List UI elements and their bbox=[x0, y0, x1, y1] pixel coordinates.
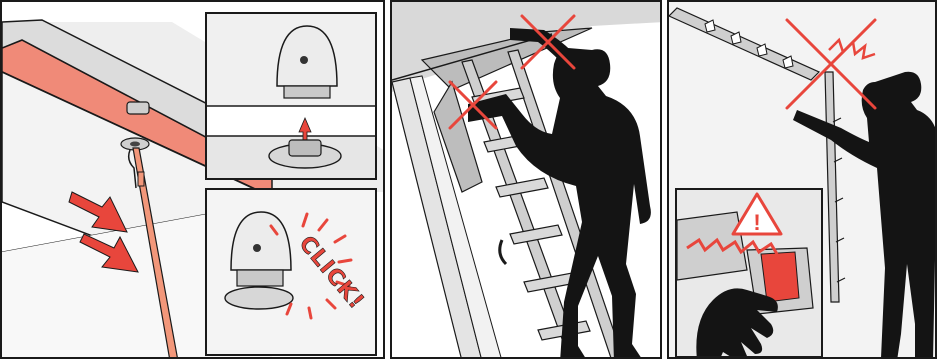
panel-do-not-pull-ladder-overhead bbox=[390, 0, 662, 359]
inset-latch-click: CLICK! bbox=[205, 188, 377, 356]
hatch-latch bbox=[127, 102, 149, 114]
inset-hand-pinch-warning: ! bbox=[675, 188, 823, 358]
ladder-climb-illustration bbox=[392, 2, 662, 359]
panel-do-not-fold-ladder-hands-pinch: ! bbox=[667, 0, 937, 359]
warning-symbol: ! bbox=[753, 210, 760, 235]
inset-latch-insert bbox=[205, 12, 377, 180]
panel-open-hatch-with-pole: CLICK! bbox=[0, 0, 385, 359]
